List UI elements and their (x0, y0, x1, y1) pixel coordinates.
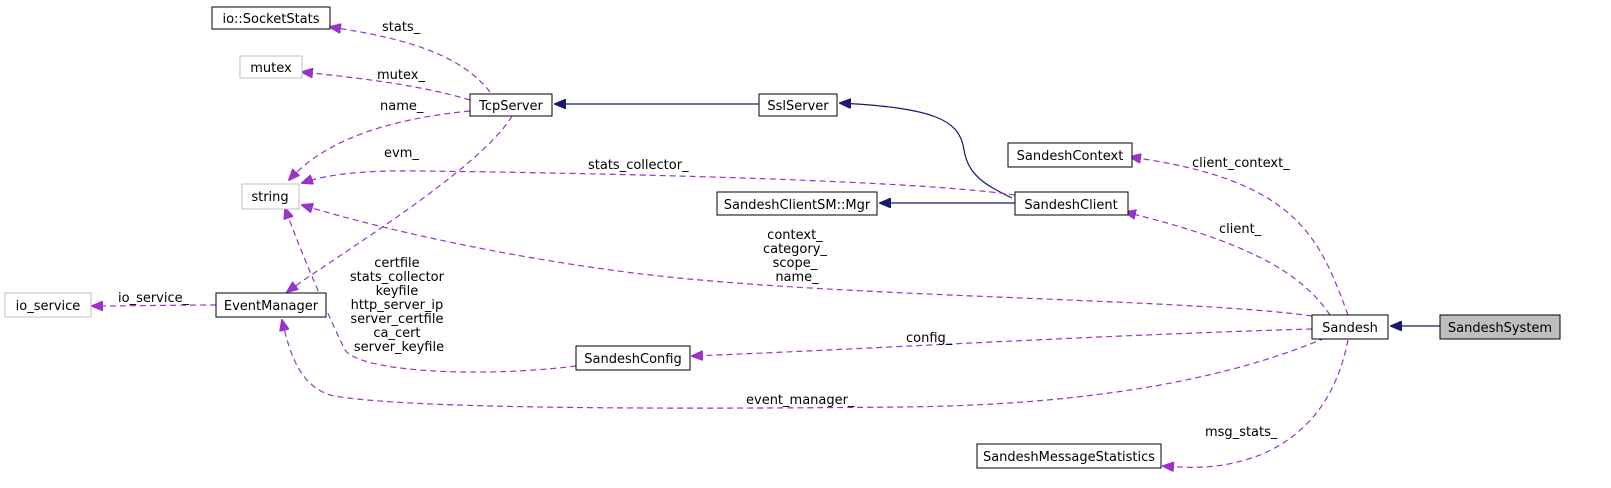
label-line: server_certfile (350, 312, 443, 327)
node-label: string (251, 190, 288, 205)
label-line: context_ (767, 228, 823, 243)
label-client-context: client_context_ (1192, 156, 1290, 171)
label-config: config_ (906, 331, 953, 346)
edge-sandesh-event-manager (282, 320, 1326, 409)
node-label: io_service (16, 299, 81, 314)
node-io-service[interactable]: io_service (4, 292, 92, 318)
label-sandesh-string: context_ category_ scope_ name_ (763, 228, 831, 285)
node-label: TcpServer (478, 99, 543, 114)
node-sandeshclient[interactable]: SandeshClient (1014, 191, 1129, 216)
edge-sandeshconfig-string (285, 208, 577, 373)
edge-tcpserver-stats (330, 27, 491, 93)
node-sslserver[interactable]: SslServer (758, 93, 838, 117)
label-line: certfile (374, 256, 419, 271)
edge-sandesh-string (302, 205, 1313, 317)
edge-sandeshclient-stats-collector (302, 170, 1016, 196)
label-line: scope_ (773, 256, 818, 271)
node-sandeshmessagestatistics[interactable]: SandeshMessageStatistics (976, 443, 1162, 469)
node-string[interactable]: string (241, 183, 300, 210)
node-sandeshconfig[interactable]: SandeshConfig (575, 345, 691, 371)
label-line: category_ (763, 242, 827, 257)
node-mutex[interactable]: mutex (239, 55, 303, 79)
label-line: stats_collector (350, 270, 445, 285)
label-event-manager: event_manager_ (746, 393, 855, 408)
node-sandesh[interactable]: Sandesh (1311, 314, 1389, 340)
label-stats-collector: stats_collector_ (588, 158, 689, 173)
node-label: SandeshClientSM::Mgr (724, 198, 871, 213)
node-label: SslServer (767, 99, 829, 114)
node-label: SandeshClient (1024, 198, 1117, 213)
label-line: http_server_ip (351, 298, 444, 313)
label-client: client_ (1219, 222, 1262, 237)
label-msg-stats: msg_stats_ (1205, 425, 1278, 440)
label-name: name_ (380, 99, 424, 114)
edge-eventmanager-io-service (92, 305, 217, 306)
node-label: Sandesh (1322, 321, 1378, 336)
label-stats: stats_ (382, 20, 421, 35)
node-label: mutex (250, 61, 292, 76)
node-sandeshclientsm-mgr[interactable]: SandeshClientSM::Mgr (716, 191, 878, 216)
node-sandeshsystem[interactable]: SandeshSystem (1439, 314, 1561, 340)
edge-tcpserver-mutex (302, 72, 471, 101)
label-line: keyfile (376, 284, 419, 299)
node-sandeshcontext[interactable]: SandeshContext (1007, 142, 1133, 168)
label-io-service: io_service_ (118, 291, 190, 306)
edge-tcpserver-name (289, 110, 471, 180)
label-line: ca_cert (373, 326, 420, 341)
node-label: io::SocketStats (222, 12, 319, 27)
label-line: name_ (775, 270, 819, 285)
node-label: SandeshContext (1017, 149, 1124, 164)
label-mutex: mutex_ (377, 68, 425, 83)
node-io-socketstats[interactable]: io::SocketStats (211, 6, 331, 30)
node-label: SandeshMessageStatistics (983, 450, 1155, 465)
edge-sandesh-client (1125, 212, 1331, 316)
edge-sandesh-client-context (1130, 157, 1349, 316)
edge-sandesh-msg-stats (1163, 339, 1349, 467)
edge-tcpserver-evm (287, 115, 513, 292)
node-label: SandeshSystem (1448, 321, 1552, 336)
label-evm: evm_ (384, 146, 419, 161)
node-label: EventManager (224, 299, 319, 314)
edge-sandeshclient-to-sslserver (840, 103, 1013, 199)
node-eventmanager[interactable]: EventManager (215, 292, 327, 318)
label-line: server_keyfile (354, 340, 444, 355)
label-config-string: certfile stats_collector keyfile http_se… (350, 256, 448, 355)
node-label: SandeshConfig (584, 352, 681, 367)
node-tcpserver[interactable]: TcpServer (469, 93, 553, 117)
edge-sandesh-config (692, 328, 1313, 356)
